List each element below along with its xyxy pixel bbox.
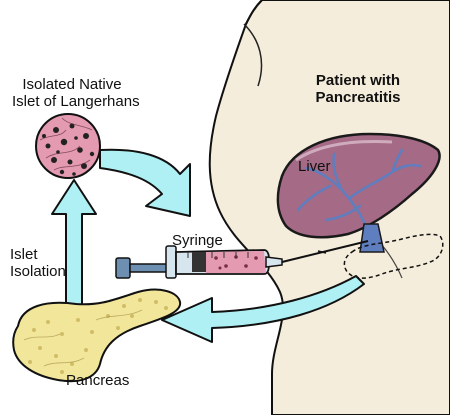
islet-isolation-label: Islet Isolation (10, 246, 66, 280)
islet-isolation-label-line1: Islet (10, 246, 38, 263)
liver-icon (276, 132, 441, 253)
patient-label-line1: Patient with (315, 72, 401, 89)
arrow-islet-to-syringe (99, 148, 191, 217)
pancreas-label: Pancreas (66, 372, 130, 389)
arrow-patient-to-pancreas (161, 275, 365, 343)
pancreas-icon (12, 288, 182, 383)
islet-label: Isolated Native Islet of Langerhans (12, 76, 140, 110)
syringe-icon (115, 240, 369, 279)
islet-isolation-label-line2: Isolation (10, 263, 66, 280)
patient-pancreas-outline (343, 233, 444, 279)
islet-label-line2: Islet of Langerhans (12, 93, 140, 110)
arrow-pancreas-to-islet (51, 179, 97, 311)
islet-label-line1: Isolated Native (22, 76, 122, 93)
liver-label: Liver (298, 158, 331, 175)
syringe-label: Syringe (172, 232, 223, 249)
islet-cluster-icon (35, 113, 101, 179)
patient-label: Patient with Pancreatitis (298, 72, 418, 106)
patient-label-line2: Pancreatitis (315, 89, 401, 106)
